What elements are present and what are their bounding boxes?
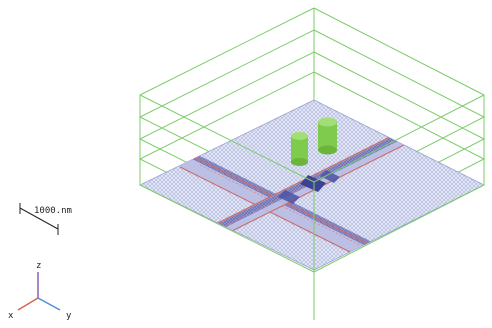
bounding-box-front [139,94,485,320]
axis-z-label: z [36,261,41,271]
nanopillar-1 [291,132,308,166]
axis-triad: z x y [8,261,72,321]
bounding-box-back [139,7,485,100]
nanopillar-2 [318,117,337,155]
axis-y-label: y [66,311,72,321]
waveguide-crossing [278,170,340,204]
axis-x-label: x [8,311,14,321]
axis-y-line [37,297,61,311]
axis-x-line [17,297,39,311]
scale-bar: 1000.nm [19,203,72,235]
scale-bar-label: 1000.nm [34,206,72,216]
